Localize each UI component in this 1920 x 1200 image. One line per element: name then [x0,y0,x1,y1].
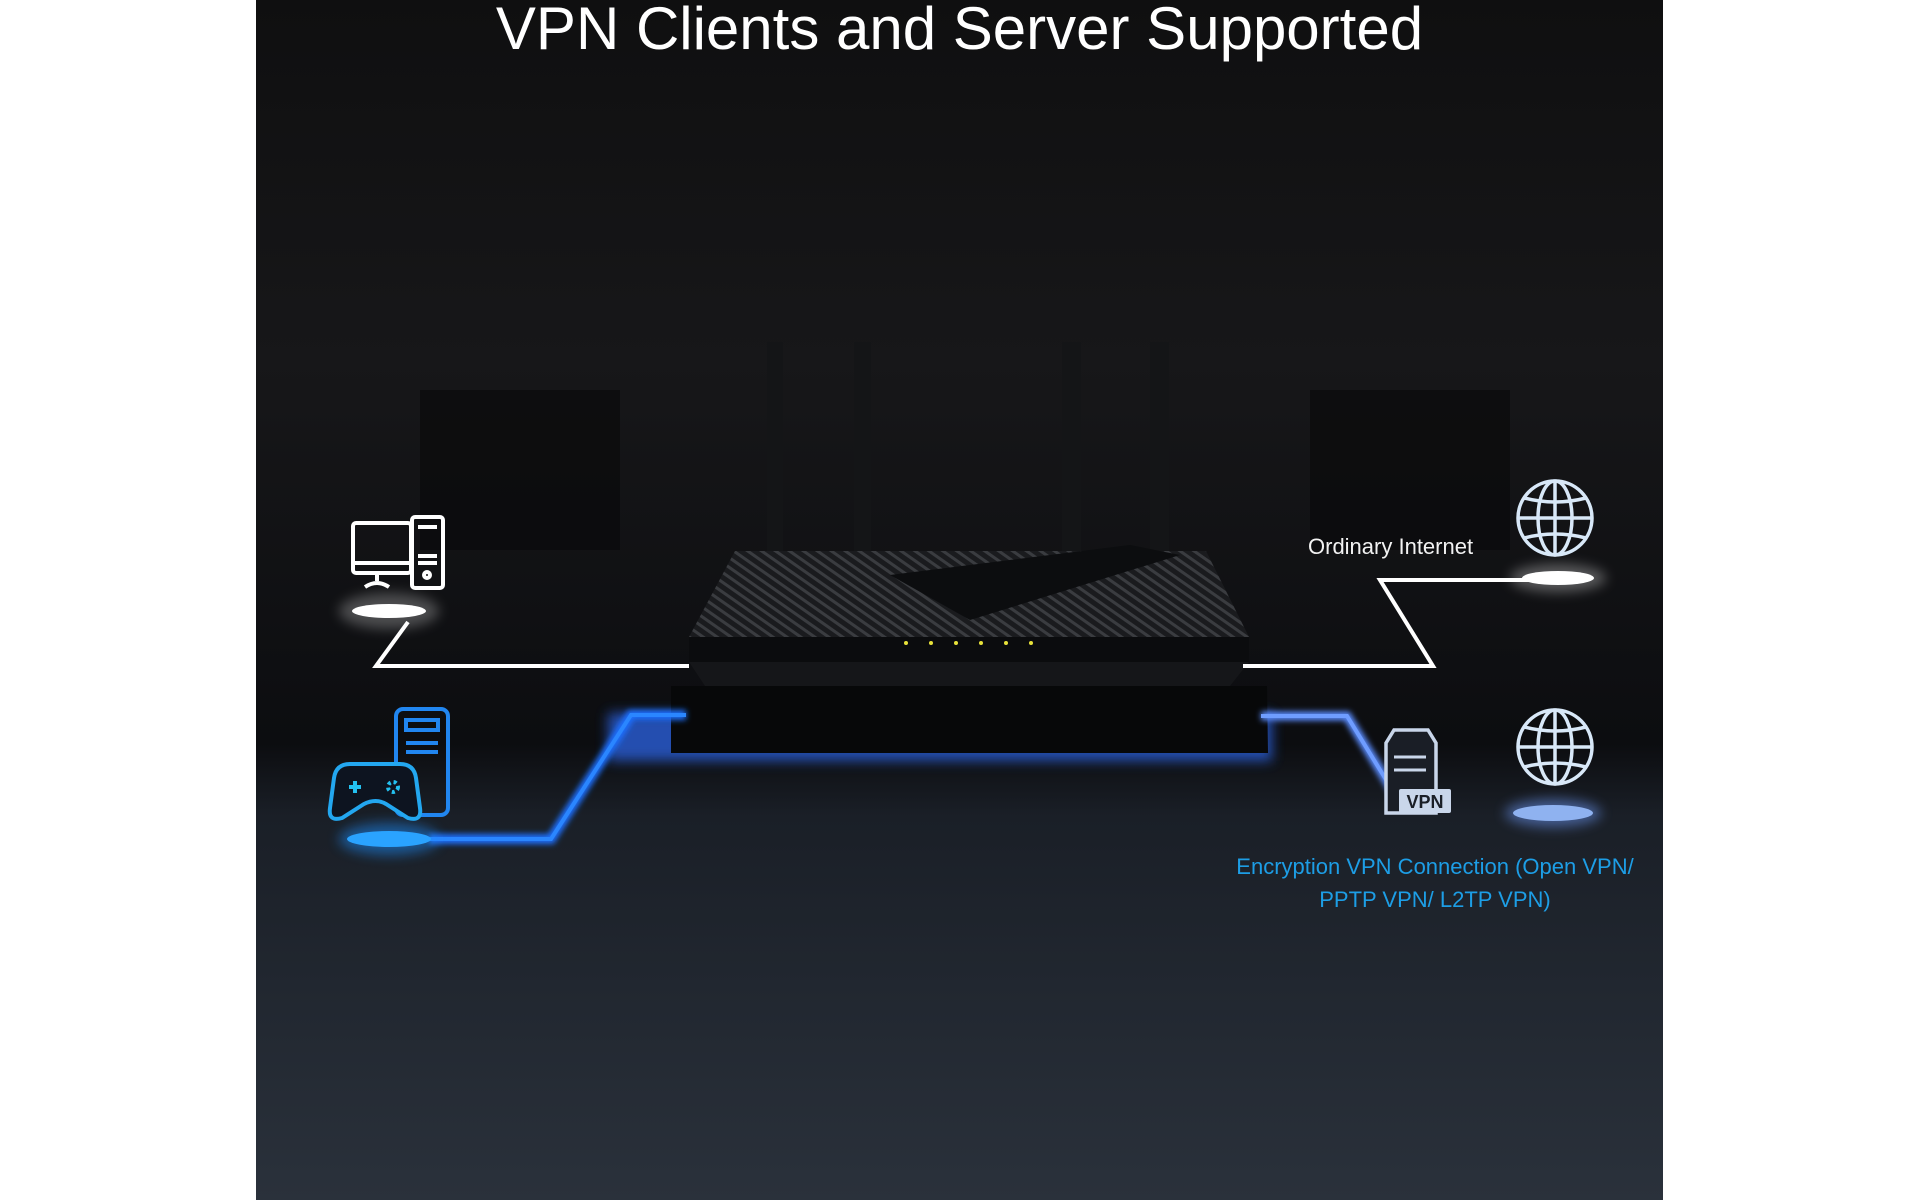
router-image [608,342,1272,761]
vpn-connection-label: Encryption VPN Connection (Open VPN/ PPT… [1236,854,1634,912]
gamepad-pedestal [347,831,431,847]
internet-pedestal [1522,571,1594,585]
gamepad-console-icon [327,707,450,821]
page-title: VPN Clients and Server Supported [495,0,1424,62]
globe-icon [1516,479,1594,557]
vpn-pedestal [1513,805,1593,821]
connection-line-desktop [372,620,689,668]
vpn-line-right [1261,711,1400,799]
connection-line-internet [1243,578,1558,668]
desktop-pedestal [352,604,426,618]
vpn-badge: VPN [1406,792,1443,812]
ordinary-internet-label: Ordinary Internet [1308,534,1474,559]
desktop-computer-icon [351,515,445,590]
vpn-line-left [429,710,686,844]
globe-icon [1516,708,1594,786]
vpn-server-icon: VPN [1384,728,1451,815]
